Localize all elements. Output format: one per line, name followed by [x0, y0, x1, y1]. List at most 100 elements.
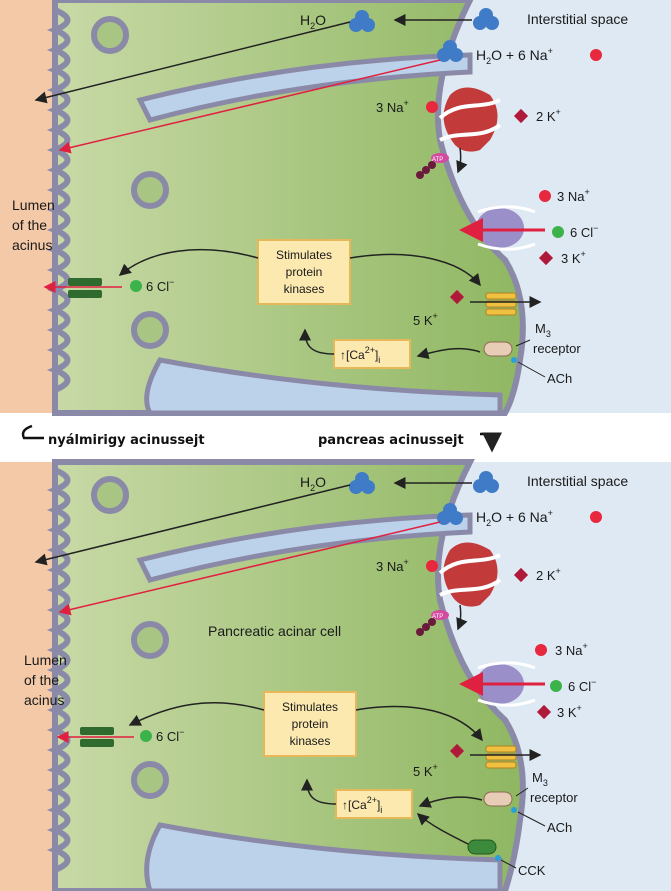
water-molecule-icon — [437, 503, 463, 525]
m3-leader — [515, 787, 529, 797]
upper-cleft — [136, 512, 473, 583]
chloride-icon — [130, 280, 142, 292]
receptor-label: receptor — [533, 341, 581, 356]
pump-potassium-label: 2 K+ — [536, 566, 561, 583]
granule — [91, 476, 129, 514]
nkcc-arrow — [477, 205, 536, 214]
bottom-panel: Interstitial space H2O H2O + 6 Na+ 3 Na+… — [0, 459, 671, 891]
water-molecule-icon — [473, 8, 499, 30]
apical-chloride-label: 6 Cl− — [156, 727, 184, 744]
lumen-label-2: of the — [12, 217, 47, 233]
cck-label: CCK — [518, 863, 546, 878]
ach-label: ACh — [547, 371, 572, 386]
lumen-label-1: Lumen — [12, 197, 55, 213]
kinase-text-2: protein — [286, 265, 323, 279]
kinase-to-cl-arrow — [128, 702, 265, 726]
nkcc-arrow — [477, 661, 536, 670]
potassium-icon — [449, 743, 465, 759]
water-label: H2O — [300, 474, 326, 493]
curved-arrow-icon — [21, 424, 44, 440]
pump-sodium-label: 3 Na+ — [376, 98, 409, 115]
lower-cleft — [144, 357, 503, 416]
granule — [131, 621, 169, 659]
m3-receptor-icon — [483, 791, 513, 807]
nkcc-chloride-label: 6 Cl− — [570, 223, 598, 240]
svg-text:ATP: ATP — [432, 614, 443, 620]
sodium-paracellular-arrow — [58, 59, 441, 154]
water-molecule-icon — [473, 471, 499, 493]
water-sodium-label: H2O + 6 Na+ — [476, 46, 553, 66]
calcium-to-kinase-arrow — [299, 328, 335, 355]
kinase-text-2: protein — [292, 717, 329, 731]
water-molecule-icon — [437, 40, 463, 62]
kinase-text-3: kinases — [290, 734, 331, 748]
pump-arrow-out — [439, 123, 502, 142]
k-channel-label: 5 K+ — [413, 762, 438, 779]
nkcc-potassium-label: 3 K+ — [561, 249, 586, 266]
pump-arrow-out — [439, 578, 502, 597]
svg-text:ATP: ATP — [432, 157, 443, 163]
lumen-label-3: acinus — [12, 237, 52, 253]
granule — [131, 761, 169, 799]
ach-leader — [517, 811, 546, 827]
sodium-icon — [426, 560, 438, 572]
nkcc-cotransporter-icon — [476, 208, 524, 248]
pump-sodium-label: 3 Na+ — [376, 557, 409, 574]
top-panel: Interstitial space H2O H2O + 6 Na+ 3 Na+… — [0, 0, 671, 416]
nkcc-sodium-label: 3 Na+ — [557, 187, 590, 204]
apical-chloride-label: 6 Cl− — [146, 277, 174, 294]
interstitial-label: Interstitial space — [527, 473, 628, 489]
potassium-icon — [449, 289, 465, 305]
lumen-label-3: acinus — [24, 692, 64, 708]
pump-arrow-in — [438, 553, 501, 575]
water-molecule-icon — [349, 472, 375, 494]
water-paracellular-arrow — [34, 21, 351, 104]
atp-arrow — [456, 604, 468, 631]
apical-microvilli — [46, 7, 71, 393]
chloride-icon — [140, 730, 152, 742]
kinase-to-cl-arrow — [118, 249, 259, 276]
nkcc-chloride-label: 6 Cl− — [568, 677, 596, 694]
pump-potassium-label: 2 K+ — [536, 107, 561, 124]
interstitial-label: Interstitial space — [527, 11, 628, 27]
potassium-channel-icon — [485, 292, 517, 316]
k-channel-label: 5 K+ — [413, 311, 438, 328]
caption-row: nyálmirigy acinussejt pancreas acinussej… — [21, 424, 502, 453]
kinase-to-k-arrow — [349, 253, 481, 287]
cck-receptor-icon — [467, 839, 497, 855]
cell-label: Pancreatic acinar cell — [208, 623, 341, 639]
potassium-icon — [513, 108, 529, 124]
caption-right: pancreas acinussejt — [318, 433, 464, 448]
granule — [91, 16, 129, 54]
m3-receptor-icon — [483, 341, 513, 357]
calcium-to-kinase-arrow — [301, 778, 337, 805]
sodium-paracellular-arrow — [58, 521, 441, 616]
chloride-icon — [550, 680, 562, 692]
ach-icon — [511, 357, 517, 363]
sodium-icon — [590, 49, 602, 61]
kinase-text-1: Stimulates — [276, 248, 332, 262]
sodium-icon — [539, 190, 551, 202]
atp-arrow — [456, 147, 468, 174]
potassium-icon — [538, 250, 554, 266]
receptor-label: receptor — [530, 790, 578, 805]
water-sodium-label: H2O + 6 Na+ — [476, 508, 553, 528]
calcium-label: ↑[Ca2+]i — [340, 345, 380, 365]
nkcc-arrow — [477, 698, 536, 707]
lumen-label-1: Lumen — [24, 652, 67, 668]
cck-ligand-icon — [495, 855, 501, 861]
curved-arrow-down-icon — [480, 432, 502, 453]
lumen-background — [0, 0, 55, 413]
nkcc-arrow — [477, 242, 536, 251]
water-paracellular-arrow — [34, 484, 351, 566]
lower-cleft — [144, 822, 503, 891]
protein-kinase-box — [263, 691, 357, 757]
cck-leader — [500, 859, 517, 869]
granule — [131, 171, 169, 209]
ach-icon — [511, 807, 517, 813]
kinase-text-1: Stimulates — [282, 700, 338, 714]
atp-icon: ATP — [416, 610, 449, 636]
water-molecule-icon — [349, 10, 375, 32]
potassium-icon — [536, 704, 552, 720]
